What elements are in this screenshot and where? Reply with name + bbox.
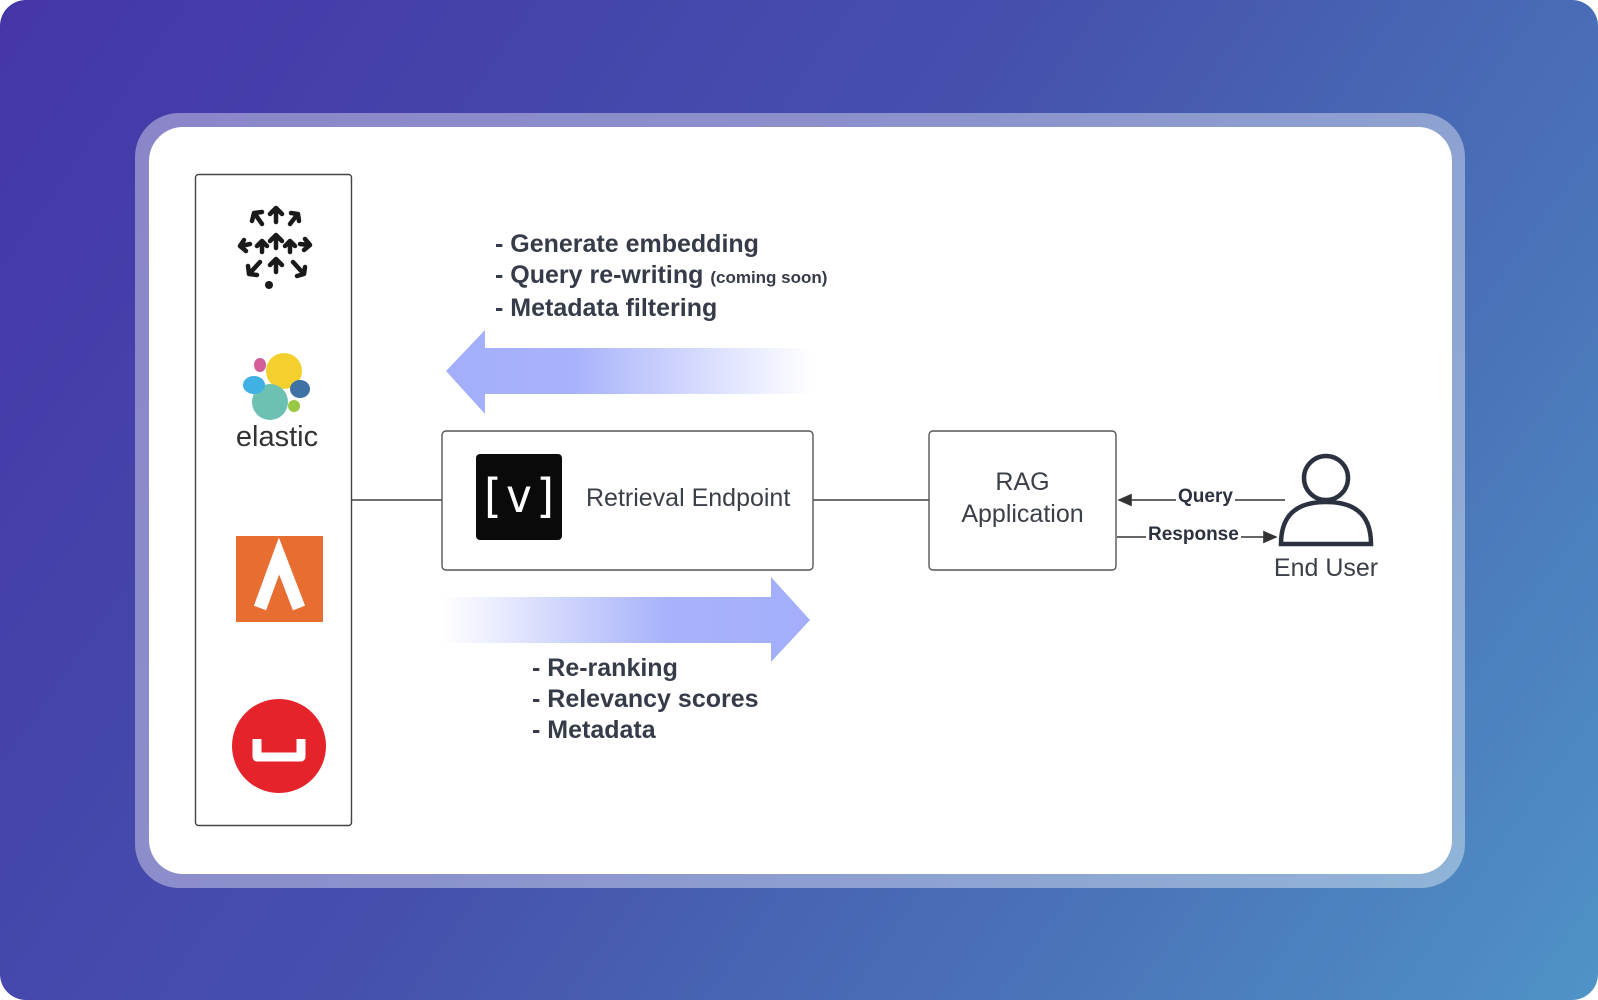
- list-item: - Re-ranking: [532, 654, 678, 682]
- application-line: Application: [961, 500, 1084, 528]
- elastic-logo-icon: [243, 353, 310, 420]
- list-item: - Metadata filtering: [495, 294, 718, 322]
- end-user-label: End User: [1273, 554, 1379, 582]
- rag-application-label: RAG Application: [929, 466, 1116, 530]
- list-item: - Generate embedding: [495, 230, 759, 258]
- response-label: Response: [1146, 524, 1241, 546]
- rag-line: RAG: [995, 468, 1050, 496]
- orange-chevron-logo-icon: [236, 536, 323, 622]
- vectara-logo-icon: [476, 454, 562, 540]
- retrieval-endpoint-label: Retrieval Endpoint: [586, 484, 791, 512]
- elastic-label: elastic: [235, 421, 319, 453]
- user-icon: [1278, 453, 1374, 547]
- response-flow-arrow: [442, 577, 810, 662]
- request-features-list: - Generate embedding - Query re-writing …: [495, 229, 827, 324]
- scattered-arrows-dot-icon: [265, 281, 273, 289]
- list-item: - Metadata: [532, 716, 656, 744]
- rag-application-box[interactable]: [928, 430, 1117, 571]
- response-features-list: - Re-ranking - Relevancy scores - Metada…: [532, 653, 759, 746]
- scattered-arrows-logo-icon: [237, 205, 313, 279]
- red-circle-logo-icon: [232, 699, 326, 793]
- request-flow-arrow: [446, 330, 813, 414]
- list-item: - Query re-writing (coming soon): [495, 261, 828, 289]
- coming-soon-note: (coming soon): [710, 268, 828, 287]
- list-item: - Relevancy scores: [532, 685, 759, 713]
- vectara-logo-text: [v]: [477, 469, 561, 523]
- providers-panel: [194, 173, 353, 827]
- query-label: Query: [1176, 486, 1235, 508]
